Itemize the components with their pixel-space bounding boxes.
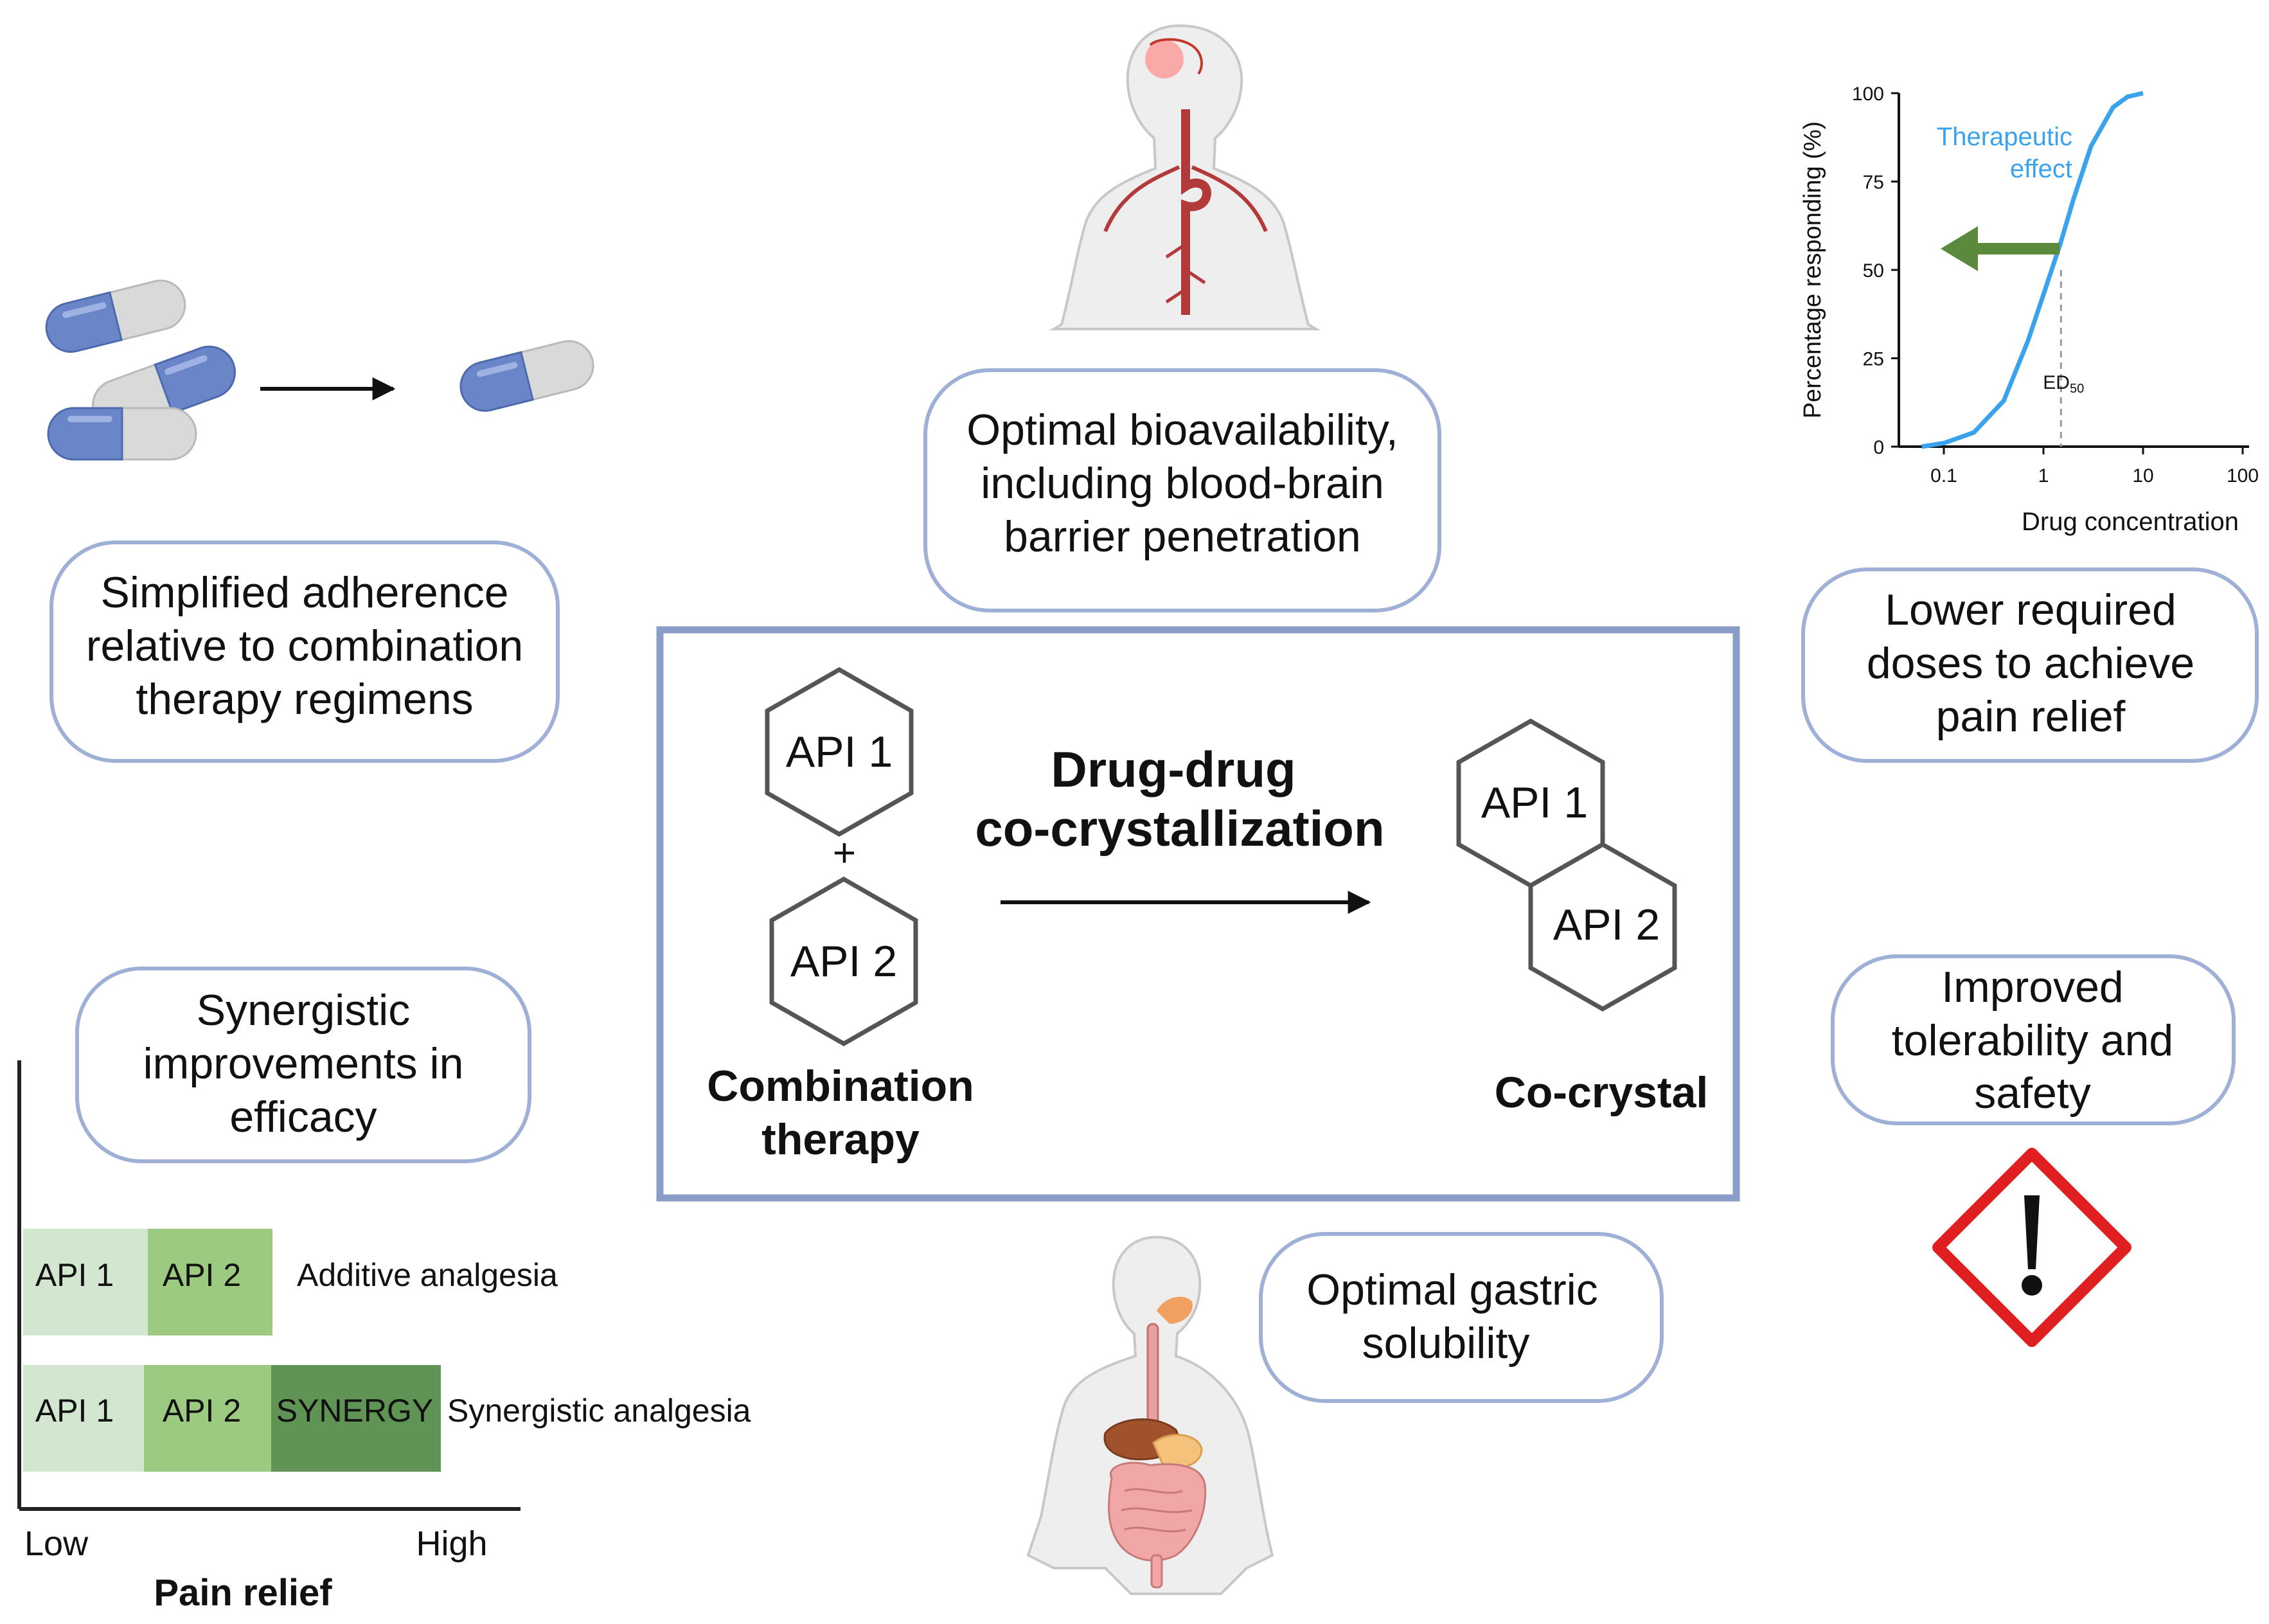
synergy-line-3: efficacy — [229, 1093, 377, 1141]
y-tick-label: 75 — [1863, 172, 1884, 193]
bioavailability-bubble: Optimal bioavailability, including blood… — [923, 368, 1441, 612]
bar-api1 — [23, 1229, 148, 1335]
tolerability-line-1: Improved — [1941, 963, 2123, 1012]
dose-line-2: doses to achieve — [1867, 639, 2194, 688]
additive-analgesia-label: Additive analgesia — [297, 1257, 558, 1293]
bar-label-api2: API 2 — [163, 1393, 241, 1429]
api1-hexagon: API 1 — [765, 666, 914, 837]
process-title-1: Drug-drug — [1051, 741, 1295, 798]
capsule-icon — [459, 340, 594, 412]
api1-label: API 1 — [786, 727, 893, 776]
bar-synergy — [271, 1365, 441, 1472]
dose-response-chart: 0 25 50 75 100 0.1 1 10 100 Percentage respondi… — [1799, 84, 2259, 536]
y-ticks: 0 25 50 75 100 — [1852, 84, 1899, 458]
pain-relief-bar-chart: API 1 API 2 Additive analgesia API 1 API… — [17, 1060, 751, 1614]
bar-label-api1: API 1 — [35, 1393, 114, 1429]
tolerability-line-3: safety — [1974, 1069, 2090, 1118]
process-title-2: co-crystallization — [975, 800, 1384, 857]
brain-highlight — [1145, 40, 1184, 78]
dose-line-3: pain relief — [1936, 692, 2126, 741]
warning-icon — [1932, 1148, 2131, 1347]
y-tick-label: 0 — [1873, 437, 1884, 458]
adherence-line-3: therapy regimens — [136, 675, 473, 724]
circulatory-body-illustration — [1049, 24, 1321, 330]
gastric-line-2: solubility — [1362, 1319, 1530, 1368]
adherence-line-2: relative to combination — [86, 621, 523, 670]
tolerability-bubble: Improved tolerability and safety — [1831, 954, 2236, 1125]
capsules-illustration — [45, 280, 594, 461]
x-axis-label: Drug concentration — [2022, 508, 2239, 536]
bar-label-api2: API 2 — [163, 1257, 241, 1293]
bar-api2 — [148, 1229, 272, 1335]
synergy-bubble: Synergistic improvements in efficacy — [75, 967, 531, 1163]
tolerability-line-2: tolerability and — [1892, 1016, 2173, 1065]
capsule-icon — [47, 407, 197, 461]
bioavailability-line-1: Optimal bioavailability, — [966, 406, 1398, 454]
x-high-label: High — [416, 1524, 487, 1563]
api2-hexagon: API 2 — [769, 876, 918, 1047]
y-axis-label: Percentage responding (%) — [1799, 121, 1826, 419]
cocrystal-api2-label: API 2 — [1553, 900, 1660, 949]
x-ticks: 0.1 1 10 100 — [1930, 447, 2259, 486]
x-low-label: Low — [24, 1524, 89, 1563]
combination-caption-2: therapy — [761, 1115, 920, 1164]
synergy-line-2: improvements in — [143, 1039, 464, 1088]
therapeutic-label-2: effect — [2010, 155, 2072, 183]
co-crystallization-panel: API 1 + API 2 Combination therapy Drug-d… — [656, 626, 1740, 1202]
pain-relief-axis-label: Pain relief — [154, 1572, 332, 1614]
synergistic-analgesia-label: Synergistic analgesia — [447, 1393, 751, 1429]
y-tick-label: 50 — [1863, 260, 1884, 281]
gastric-bubble: Optimal gastric solubility — [1259, 1232, 1664, 1403]
digestive-body-illustration — [1026, 1235, 1274, 1595]
combination-caption-1: Combination — [707, 1062, 974, 1111]
adherence-line-1: Simplified adherence — [100, 568, 508, 617]
x-tick-label: 100 — [2227, 465, 2259, 486]
y-tick-label: 25 — [1863, 349, 1884, 370]
synergistic-row: API 1 API 2 SYNERGY Synergistic analgesi… — [23, 1365, 751, 1472]
bar-api1 — [23, 1365, 144, 1472]
adherence-bubble: Simplified adherence relative to combina… — [49, 540, 560, 763]
x-tick-label: 1 — [2038, 465, 2049, 486]
bar-api2 — [144, 1365, 271, 1472]
synergy-line-1: Synergistic — [197, 986, 411, 1035]
x-tick-label: 10 — [2132, 465, 2153, 486]
cocrystal-api1-label: API 1 — [1481, 778, 1588, 827]
dose-line-1: Lower required — [1885, 585, 2176, 634]
therapeutic-label-1: Therapeutic — [1937, 123, 2072, 151]
capsule-icon — [45, 280, 186, 353]
additive-row: API 1 API 2 Additive analgesia — [23, 1229, 558, 1335]
x-tick-label: 0.1 — [1930, 465, 1957, 486]
bioavailability-line-2: including blood-brain — [981, 459, 1384, 508]
gastric-line-1: Optimal gastric — [1306, 1265, 1597, 1314]
plus-sign: + — [833, 831, 856, 875]
therapeutic-effect-curve — [1921, 91, 2144, 449]
left-shift-arrow — [1941, 226, 2060, 271]
ed50-label: ED50 — [2043, 372, 2084, 396]
dose-bubble: Lower required doses to achieve pain rel… — [1801, 567, 2259, 763]
cocrystal-hexagons: API 1 API 2 — [1456, 718, 1677, 1012]
api2-label: API 2 — [790, 937, 897, 986]
bar-label-api1: API 1 — [35, 1257, 114, 1293]
cocrystal-caption: Co-crystal — [1495, 1068, 1709, 1117]
bioavailability-line-3: barrier penetration — [1004, 512, 1361, 561]
y-tick-label: 100 — [1852, 84, 1884, 105]
bar-label-synergy: SYNERGY — [276, 1393, 434, 1429]
